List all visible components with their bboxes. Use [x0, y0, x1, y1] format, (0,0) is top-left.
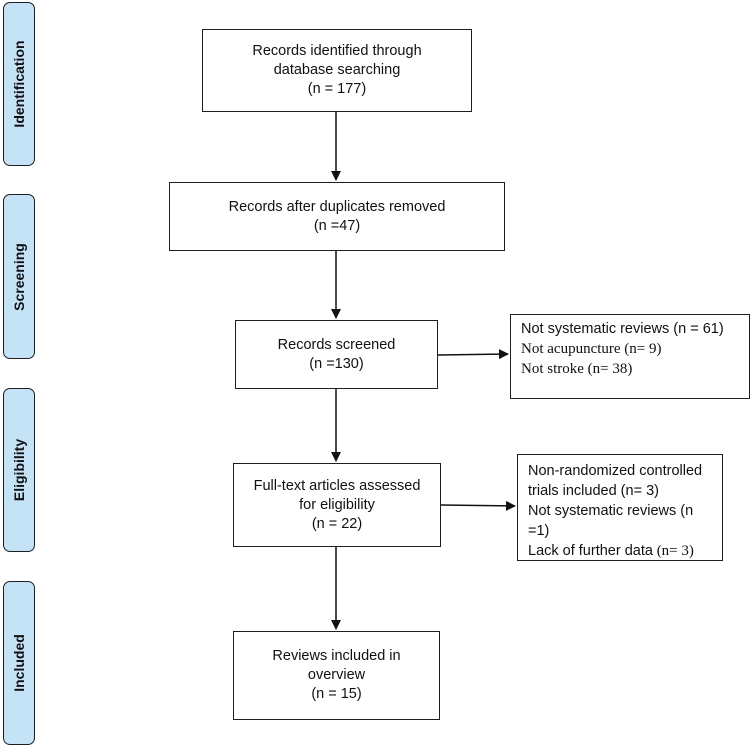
- exclusion-lack-of-data-count: (n= 3): [652, 543, 694, 559]
- box-exclusions-eligibility: Non-randomized controlled trials include…: [517, 454, 723, 561]
- stage-screening: Screening: [3, 194, 35, 359]
- box-exclusions-screening: Not systematic reviews (n = 61) Not acup…: [510, 314, 750, 399]
- exclusion-lack-of-data: Lack of further data (n= 3): [528, 541, 712, 561]
- box-fulltext-assessed: Full-text articles assessed for eligibil…: [233, 463, 441, 547]
- box-reviews-included-line2: overview: [307, 667, 366, 683]
- box-records-screened-line1: Records screened: [277, 336, 396, 353]
- box-records-screened-count: (n =130): [309, 355, 364, 372]
- exclusion-not-systematic-eligibility: Not systematic reviews (n =1): [528, 503, 694, 539]
- box-fulltext-assessed-count: (n = 22): [311, 515, 363, 532]
- exclusion-not-stroke: Not stroke (n= 38): [521, 361, 633, 377]
- arrow-screened-to-exclusions: [437, 349, 509, 360]
- exclusion-nonrandomized-line1: Non-randomized controlled: [528, 463, 703, 479]
- box-records-screened: Records screened (n =130): [235, 320, 438, 389]
- box-duplicates-removed: Records after duplicates removed (n =47): [169, 182, 505, 251]
- box-reviews-included: Reviews included in overview (n = 15): [233, 631, 440, 720]
- box-records-identified-count: (n = 177): [307, 81, 367, 97]
- stage-eligibility: Eligibility: [3, 388, 35, 552]
- box-reviews-included-count: (n = 15): [311, 686, 362, 702]
- box-records-identified: Records identified through database sear…: [202, 29, 472, 112]
- exclusion-not-systematic: Not systematic reviews (n = 61): [521, 321, 724, 337]
- exclusion-not-acupuncture: Not acupuncture (n= 9): [521, 341, 662, 357]
- stage-included: Included: [3, 581, 35, 745]
- box-duplicates-removed-count: (n =47): [313, 217, 361, 234]
- box-records-identified-line1: Records identified through: [252, 43, 422, 59]
- exclusion-nonrandomized-line2: trials included (n= 3): [528, 483, 659, 499]
- box-duplicates-removed-line1: Records after duplicates removed: [228, 198, 446, 215]
- stage-identification: Identification: [3, 2, 35, 166]
- exclusion-lack-of-data-label: Lack of further data: [528, 543, 653, 559]
- box-fulltext-assessed-line1: Full-text articles assessed: [253, 477, 421, 494]
- box-reviews-included-line1: Reviews included in: [272, 648, 401, 664]
- arrow-fulltext-to-exclusions: [440, 500, 516, 511]
- box-fulltext-assessed-line2: for eligibility: [299, 496, 375, 513]
- box-records-identified-line2: database searching: [273, 62, 401, 78]
